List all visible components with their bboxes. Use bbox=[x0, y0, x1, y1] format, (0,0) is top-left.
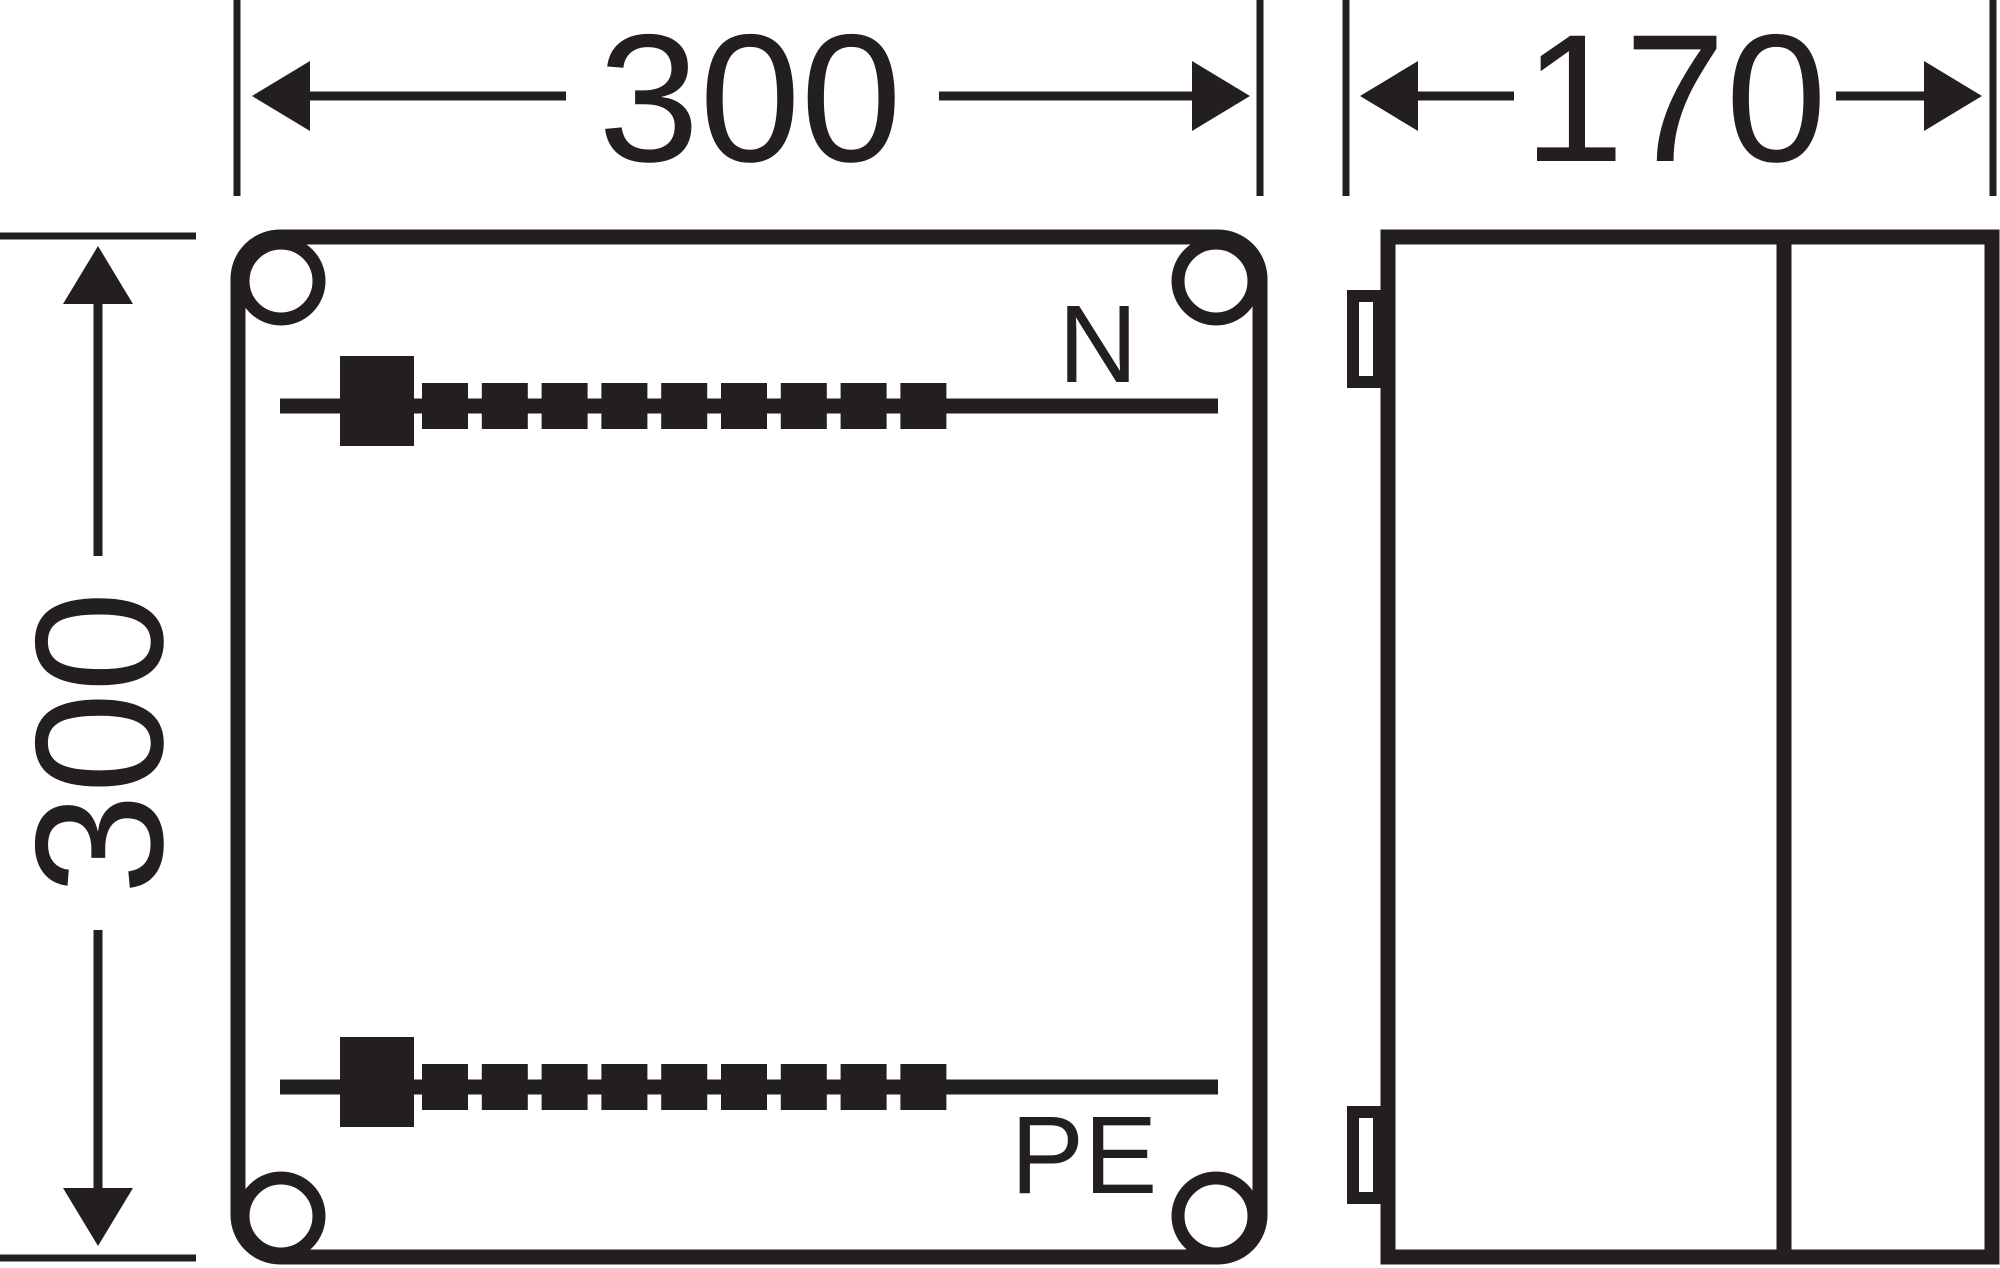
enclosure-side-view bbox=[1347, 229, 2000, 1265]
neutral-terminal-2 bbox=[481, 383, 528, 429]
earth-terminal-9 bbox=[900, 1064, 947, 1110]
neutral-terminal-1 bbox=[422, 383, 468, 429]
earth-busbar: PE bbox=[280, 1037, 1218, 1217]
earth-terminal-6 bbox=[721, 1064, 767, 1110]
earth-terminal-5 bbox=[661, 1064, 708, 1110]
neutral-busbar-main-terminal bbox=[340, 356, 414, 446]
height-dimension: 300 bbox=[0, 232, 201, 1262]
neutral-terminal-9 bbox=[900, 383, 947, 429]
width-dimension: 300 bbox=[233, 0, 1264, 200]
width-arrowhead-right bbox=[1192, 61, 1250, 131]
mounting-hole-top-right bbox=[1171, 236, 1261, 326]
height-arrowhead-bottom bbox=[63, 1188, 133, 1246]
height-dimension-value: 300 bbox=[0, 591, 201, 895]
hinge-bottom bbox=[1347, 1106, 1385, 1204]
width-arrowhead-left bbox=[252, 61, 310, 131]
neutral-terminal-4 bbox=[601, 383, 648, 429]
mounting-hole-bottom-left bbox=[236, 1171, 326, 1261]
mounting-hole-bottom-right bbox=[1171, 1171, 1261, 1261]
mounting-hole-top-left bbox=[236, 236, 326, 326]
earth-terminal-2 bbox=[481, 1064, 528, 1110]
neutral-busbar-label: N bbox=[1058, 283, 1137, 406]
hinge-top bbox=[1347, 290, 1385, 388]
height-arrowhead-top bbox=[63, 246, 133, 304]
earth-terminal-3 bbox=[541, 1064, 588, 1110]
neutral-terminal-5 bbox=[661, 383, 708, 429]
neutral-terminal-7 bbox=[780, 383, 827, 429]
earth-terminal-7 bbox=[780, 1064, 827, 1110]
enclosure-front-view: N PE bbox=[230, 229, 1268, 1265]
earth-busbar-terminals bbox=[422, 1064, 947, 1110]
earth-busbar-main-terminal bbox=[340, 1037, 414, 1127]
earth-terminal-4 bbox=[601, 1064, 648, 1110]
front-housing-outline bbox=[230, 229, 1268, 1265]
depth-dimension-value: 170 bbox=[1523, 0, 1827, 200]
earth-busbar-label: PE bbox=[1011, 1094, 1158, 1217]
earth-terminal-8 bbox=[840, 1064, 887, 1110]
neutral-terminal-8 bbox=[840, 383, 887, 429]
neutral-busbar-terminals bbox=[422, 383, 947, 429]
neutral-terminal-3 bbox=[541, 383, 588, 429]
depth-arrowhead-left bbox=[1360, 61, 1418, 131]
neutral-terminal-6 bbox=[721, 383, 767, 429]
earth-terminal-1 bbox=[422, 1064, 468, 1110]
depth-dimension: 170 bbox=[1342, 0, 1997, 200]
side-housing-outline bbox=[1380, 229, 2000, 1265]
depth-arrowhead-right bbox=[1924, 61, 1982, 131]
neutral-busbar: N bbox=[280, 283, 1218, 446]
width-dimension-value: 300 bbox=[598, 0, 902, 200]
